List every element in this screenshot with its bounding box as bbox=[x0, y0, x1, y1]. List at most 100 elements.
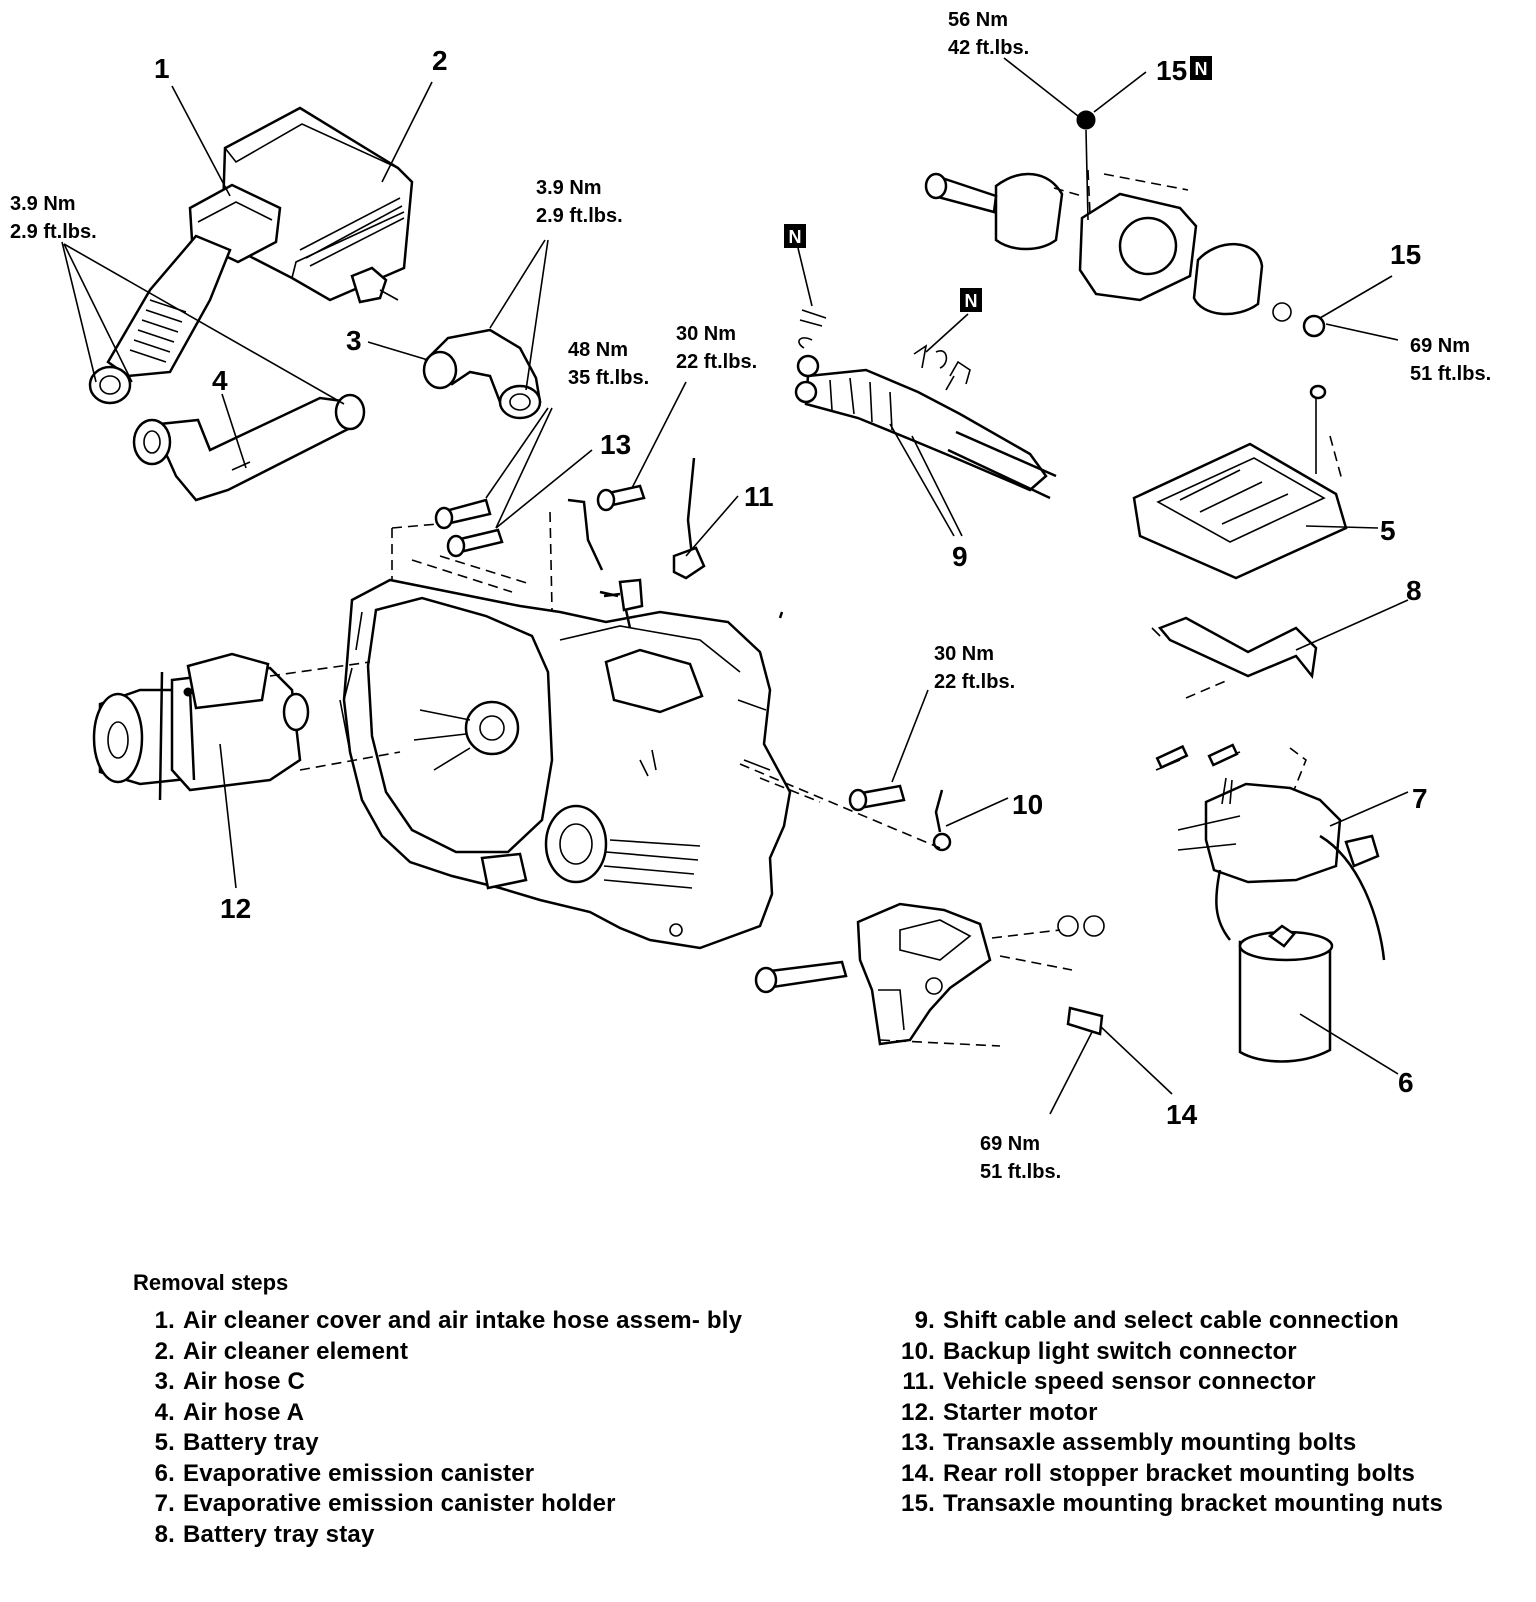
svg-text:35 ft.lbs.: 35 ft.lbs. bbox=[568, 367, 649, 389]
step-number: 7. bbox=[154, 1490, 175, 1517]
torque-69nm-right: 69 Nm 51 ft.lbs. bbox=[1410, 335, 1491, 385]
svg-text:69 Nm: 69 Nm bbox=[980, 1133, 1040, 1155]
air-cleaner-assembly bbox=[88, 106, 414, 405]
svg-text:51 ft.lbs.: 51 ft.lbs. bbox=[980, 1161, 1061, 1183]
step-text: Evaporative emission canister holder bbox=[183, 1490, 616, 1517]
removal-steps-list-left: 1. Air cleaner cover and air intake hose … bbox=[130, 1306, 770, 1550]
battery-tray-stay bbox=[1151, 616, 1318, 699]
removal-step: 9. Shift cable and select cable connectio… bbox=[880, 1306, 1530, 1337]
removal-step: 15. Transaxle mounting bracket mounting n… bbox=[880, 1489, 1530, 1520]
step-text: Transaxle mounting bracket mounting nuts bbox=[943, 1490, 1444, 1517]
torque-56nm: 56 Nm 42 ft.lbs. bbox=[948, 9, 1029, 59]
starter-motor bbox=[92, 652, 310, 801]
misc-bolts-and-connectors bbox=[434, 457, 1233, 852]
step-number: 9. bbox=[914, 1307, 935, 1334]
svg-text:51 ft.lbs.: 51 ft.lbs. bbox=[1410, 363, 1491, 385]
step-text: Transaxle assembly mounting bolts bbox=[943, 1429, 1357, 1456]
removal-step: 6.Evaporative emission canister bbox=[130, 1459, 770, 1490]
callout-1: 1 bbox=[154, 53, 170, 84]
torque-30nm-mid: 30 Nm 22 ft.lbs. bbox=[934, 643, 1015, 693]
transaxle-mount-bracket bbox=[924, 110, 1326, 338]
removal-steps-legend: Removal steps 1.Air cleaner cover and ai… bbox=[0, 1270, 1536, 1600]
svg-text:N: N bbox=[1195, 59, 1208, 79]
step-text: Air cleaner element bbox=[183, 1337, 409, 1365]
step-number: 12. bbox=[901, 1398, 935, 1426]
svg-text:N: N bbox=[789, 227, 802, 247]
svg-text:3.9 Nm: 3.9 Nm bbox=[10, 193, 76, 215]
step-text: Battery tray stay bbox=[183, 1520, 375, 1548]
svg-text:56 Nm: 56 Nm bbox=[948, 9, 1008, 31]
callout-13: 13 bbox=[600, 429, 631, 460]
callout-2: 2 bbox=[432, 45, 448, 76]
callout-11: 11 bbox=[744, 481, 774, 512]
removal-step: 14.Rear roll stopper bracket mounting bo… bbox=[880, 1459, 1530, 1490]
removal-step: 4. Air hose A bbox=[130, 1398, 770, 1429]
roll-stopper-bracket bbox=[754, 902, 1105, 1047]
removal-steps-list-right: 9. Shift cable and select cable connectio… bbox=[880, 1306, 1530, 1520]
removal-step: 8. Battery tray stay bbox=[130, 1520, 770, 1551]
torque-48nm: 48 Nm 35 ft.lbs. bbox=[568, 339, 649, 389]
removal-step: 3.Air hose C bbox=[130, 1367, 770, 1398]
removal-step: 7. Evaporative emission canister holder bbox=[130, 1489, 770, 1520]
step-text: Air hose A bbox=[183, 1398, 305, 1426]
svg-text:48 Nm: 48 Nm bbox=[568, 339, 628, 361]
step-text: Vehicle speed sensor connector bbox=[943, 1368, 1316, 1395]
removal-step: 2. Air cleaner element bbox=[130, 1337, 770, 1368]
svg-text:2.9 ft.lbs.: 2.9 ft.lbs. bbox=[536, 205, 623, 227]
step-number: 11. bbox=[902, 1368, 935, 1395]
step-text: Starter motor bbox=[943, 1398, 1098, 1426]
step-text: Battery tray bbox=[183, 1429, 319, 1456]
shift-cable-assembly bbox=[794, 309, 1057, 500]
assembly-guide-lines bbox=[269, 169, 1343, 849]
step-text: Evaporative emission canister bbox=[183, 1459, 535, 1487]
air-hose-c bbox=[422, 328, 542, 420]
svg-text:69 Nm: 69 Nm bbox=[1410, 335, 1470, 357]
callout-7: 7 bbox=[1412, 783, 1428, 814]
battery-tray bbox=[1132, 384, 1348, 580]
step-text: Backup light switch connector bbox=[943, 1337, 1297, 1365]
step-number: 10. bbox=[901, 1337, 935, 1365]
removal-step: 5. Battery tray bbox=[130, 1428, 770, 1459]
canister-holder bbox=[1155, 743, 1386, 961]
svg-text:30 Nm: 30 Nm bbox=[676, 323, 736, 345]
step-number: 5. bbox=[154, 1429, 175, 1456]
step-number: 1. bbox=[154, 1307, 175, 1334]
callout-14: 14 bbox=[1166, 1099, 1198, 1130]
n-badge-middle: N bbox=[960, 288, 982, 312]
callout-15-right: 15 bbox=[1390, 239, 1421, 270]
step-number: 14. bbox=[901, 1459, 935, 1487]
evap-canister bbox=[1238, 924, 1334, 1063]
step-text: Shift cable and select cable connection bbox=[943, 1307, 1399, 1334]
step-number: 4. bbox=[154, 1398, 175, 1426]
callout-4: 4 bbox=[212, 365, 228, 396]
callout-5: 5 bbox=[1380, 515, 1396, 546]
removal-step: 12. Starter motor bbox=[880, 1398, 1530, 1429]
callout-15-top: 15 bbox=[1156, 55, 1187, 86]
svg-text:3.9 Nm: 3.9 Nm bbox=[536, 177, 602, 199]
svg-text:22 ft.lbs.: 22 ft.lbs. bbox=[934, 671, 1015, 693]
callout-12: 12 bbox=[220, 893, 251, 924]
svg-text:42 ft.lbs.: 42 ft.lbs. bbox=[948, 37, 1029, 59]
torque-30nm-top: 30 Nm 22 ft.lbs. bbox=[676, 323, 757, 373]
removal-step: 1. Air cleaner cover and air intake hose … bbox=[130, 1306, 770, 1337]
svg-text:2.9 ft.lbs.: 2.9 ft.lbs. bbox=[10, 221, 97, 243]
callout-9: 9 bbox=[952, 541, 968, 572]
step-text: Air cleaner cover and air intake hose as… bbox=[183, 1307, 743, 1334]
removal-step: 13. Transaxle assembly mounting bolts bbox=[880, 1428, 1530, 1459]
step-number: 8. bbox=[154, 1520, 175, 1548]
step-number: 13. bbox=[901, 1429, 935, 1456]
leader-lines bbox=[61, 57, 1409, 1115]
removal-step: 11. Vehicle speed sensor connector bbox=[880, 1367, 1530, 1398]
n-badge-upper: N bbox=[784, 224, 806, 248]
step-number: 3. bbox=[154, 1368, 175, 1395]
svg-text:N: N bbox=[965, 291, 978, 311]
step-number: 2. bbox=[154, 1337, 175, 1365]
callout-3: 3 bbox=[346, 325, 362, 356]
callout-8: 8 bbox=[1406, 575, 1422, 606]
torque-69nm-bottom: 69 Nm 51 ft.lbs. bbox=[980, 1133, 1061, 1183]
callout-10: 10 bbox=[1012, 789, 1043, 820]
torque-3-9nm-left: 3.9 Nm 2.9 ft.lbs. bbox=[10, 193, 97, 243]
step-number: 15. bbox=[901, 1490, 935, 1517]
svg-text:30 Nm: 30 Nm bbox=[934, 643, 994, 665]
